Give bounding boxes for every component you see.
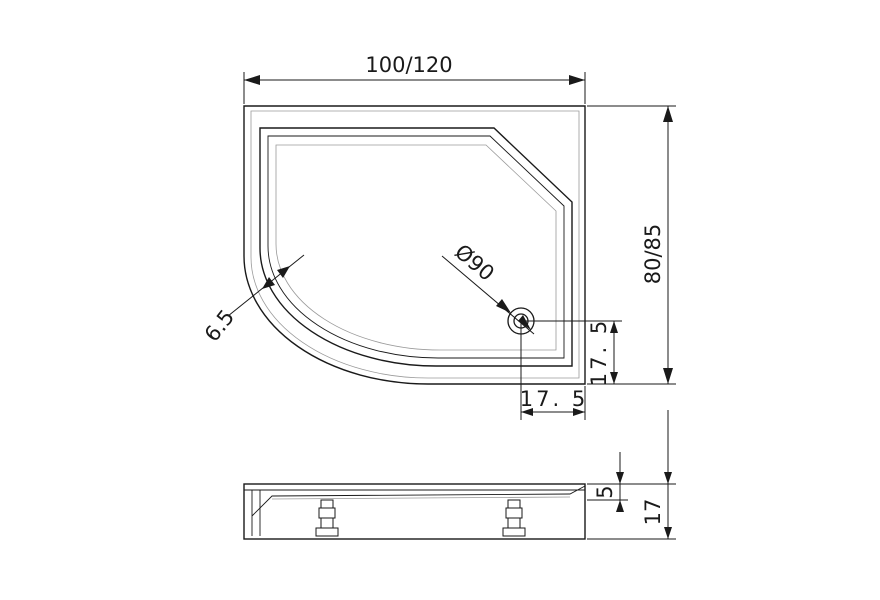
drain-offset-front-arrow-right [573,408,585,416]
height-label: 17 [641,499,665,526]
width-label: 100/120 [365,53,452,77]
side-view: 5 17 [243,410,676,540]
basin-inner-line [267,135,565,359]
basin-floor-line [275,144,557,351]
tray-rim-line [250,110,580,379]
drain-offset-front-label: 17. 5 [520,387,588,411]
height-arrow-bottom [664,527,672,539]
rim-arrow-2 [262,277,275,289]
drain-offset-right-arrow-top [610,321,618,333]
basin-outline [259,127,573,367]
side-basin-profile [251,485,586,536]
step-arrow-bottom [616,500,624,512]
step-arrow-top [616,472,624,484]
top-view: 100/120 80/85 6.5 Ø90 17. 5 17. 5 [200,53,676,420]
drain-diameter-label: Ø90 [450,240,499,286]
width-arrow-left [244,75,260,85]
drain-diameter-arrow-1 [496,299,511,313]
height-arrow-top [664,472,672,484]
depth-arrow-top [663,106,673,122]
support-foot-left [315,499,339,537]
width-arrow-right [569,75,585,85]
side-basin-floor [271,496,571,500]
drain-offset-right-arrow-bottom [610,372,618,384]
drain-offset-front-arrow-left [521,408,533,416]
step-label: 5 [593,485,617,498]
side-body-outline [243,483,586,540]
support-foot-right [502,499,526,537]
drain-diameter-arrow-2 [518,315,531,330]
tray-outer-outline [243,105,586,385]
drain-offset-right-label: 17. 5 [587,318,611,386]
rim-arrow-1 [277,266,290,278]
depth-arrow-bottom [663,368,673,384]
depth-label: 80/85 [641,224,665,285]
